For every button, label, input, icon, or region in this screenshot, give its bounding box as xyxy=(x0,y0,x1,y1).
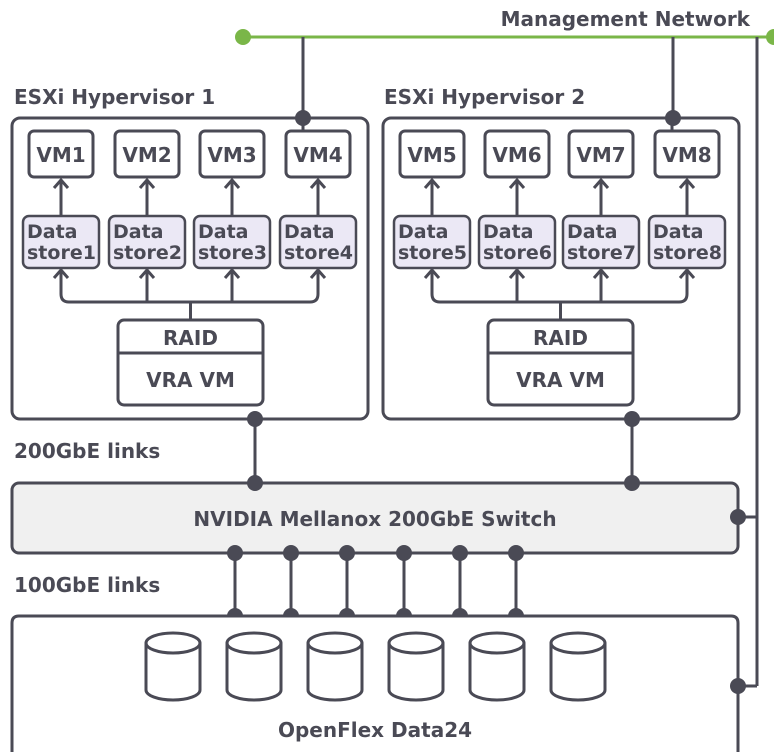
hypervisor-2-title: ESXi Hypervisor 2 xyxy=(384,85,585,109)
drive-body xyxy=(225,643,283,702)
drive-icon xyxy=(549,631,607,702)
management-network-endpoint-right xyxy=(766,29,774,45)
switch-downlink-port xyxy=(508,545,524,561)
hypervisor-2-raid-box xyxy=(486,318,635,407)
management-network: Management Network xyxy=(235,7,774,688)
drive-top xyxy=(549,631,607,655)
hypervisor-1-bus xyxy=(59,280,320,304)
vm-label: VM4 xyxy=(293,143,342,167)
datastore-label-line2: store6 xyxy=(483,242,552,264)
datastore-label-line1: Data xyxy=(198,221,249,243)
drive-top xyxy=(144,631,202,655)
hypervisor-1-frame xyxy=(10,116,370,421)
switch-label: NVIDIA Mellanox 200GbE Switch xyxy=(193,507,556,531)
drive-icon xyxy=(144,631,202,702)
datastore-label-line2: store3 xyxy=(198,242,267,264)
vm-box xyxy=(398,129,466,179)
hypervisor-1-mgmt-port xyxy=(295,110,311,126)
drive-top xyxy=(387,631,445,655)
hypervisor-1-arrow-to-vm xyxy=(309,177,327,189)
datastore-label-line1: Data xyxy=(567,221,618,243)
hypervisor-1-arrow-to-vm xyxy=(138,177,156,189)
links-100gbe-label: 100GbE links xyxy=(14,573,160,597)
vm-label: VM3 xyxy=(207,143,256,167)
vm-box xyxy=(198,129,266,179)
datastore-label-line1: Data xyxy=(27,221,78,243)
drive-body xyxy=(468,643,526,702)
vm-label: VM8 xyxy=(662,143,711,167)
drive-icon xyxy=(468,631,526,702)
vm-box xyxy=(567,129,635,179)
hypervisor-2-vra-label: VRA VM xyxy=(516,368,605,392)
hypervisor-2-arrow-to-vm xyxy=(508,177,526,189)
datastore-label-line2: store4 xyxy=(284,242,353,264)
vm-label: VM1 xyxy=(36,143,85,167)
hypervisor-1-raid-label: RAID xyxy=(163,326,218,350)
datastore-label-line1: Data xyxy=(284,221,335,243)
datastore-label-line1: Data xyxy=(483,221,534,243)
datastore-label-line2: store7 xyxy=(567,242,636,264)
drive-top xyxy=(306,631,364,655)
hypervisor-2-bus xyxy=(430,280,689,304)
hv2-uplink-port xyxy=(624,411,640,427)
switch-downlink-port xyxy=(396,545,412,561)
drive-top xyxy=(225,631,283,655)
drive-body xyxy=(387,643,445,702)
datastore-label-line1: Data xyxy=(398,221,449,243)
datastore-label-line2: store1 xyxy=(27,242,96,264)
switch-port-hv2 xyxy=(624,475,640,491)
datastore-label-line1: Data xyxy=(653,221,704,243)
hypervisor-1-arrow-to-vm xyxy=(223,177,241,189)
links-200gbe: 200GbE links xyxy=(14,411,640,483)
hypervisor-2-arrow-to-vm xyxy=(592,177,610,189)
drive-body xyxy=(306,643,364,702)
drive-icon xyxy=(306,631,364,702)
drive-body xyxy=(144,643,202,702)
drive-icon xyxy=(387,631,445,702)
switch-downlink-port xyxy=(452,545,468,561)
hypervisor-1-title: ESXi Hypervisor 1 xyxy=(14,85,215,109)
links-100gbe: 100GbE links xyxy=(14,545,524,624)
vm-label: VM2 xyxy=(122,143,171,167)
storage: OpenFlex Data24 xyxy=(10,614,746,752)
datastore-label-line2: store5 xyxy=(398,242,467,264)
hypervisor-2-mgmt-port xyxy=(665,110,681,126)
datastore-label-line2: store8 xyxy=(653,242,722,264)
vm-label: VM6 xyxy=(492,143,541,167)
hypervisor-1: ESXi Hypervisor 1 Datastore1VM1Datastore… xyxy=(10,85,370,421)
drive-icon xyxy=(225,631,283,702)
hypervisor-2: ESXi Hypervisor 2 Datastore5VM5Datastore… xyxy=(381,85,741,421)
vm-label: VM7 xyxy=(576,143,625,167)
switch-mgmt-port xyxy=(730,509,746,525)
drive-top xyxy=(468,631,526,655)
management-network-endpoint xyxy=(235,29,251,45)
management-network-label: Management Network xyxy=(501,7,751,31)
hypervisor-1-arrow-to-vm xyxy=(52,177,70,189)
drive-body xyxy=(549,643,607,702)
vm-box xyxy=(483,129,551,179)
storage-mgmt-port xyxy=(730,678,746,694)
vm-box xyxy=(27,129,95,179)
hypervisor-2-frame xyxy=(381,116,741,421)
hypervisor-1-raid-box xyxy=(116,318,265,407)
vm-box xyxy=(284,129,352,179)
hv1-uplink-port xyxy=(247,411,263,427)
switch: NVIDIA Mellanox 200GbE Switch xyxy=(10,475,746,555)
datastore-label-line2: store2 xyxy=(113,242,182,264)
storage-label: OpenFlex Data24 xyxy=(278,718,472,742)
switch-downlink-port xyxy=(339,545,355,561)
vm-label: VM5 xyxy=(407,143,456,167)
switch-port-hv1 xyxy=(247,475,263,491)
vm-box xyxy=(113,129,181,179)
datastore-label-line1: Data xyxy=(113,221,164,243)
hypervisor-2-arrow-to-vm xyxy=(423,177,441,189)
vm-box xyxy=(653,129,721,179)
links-200gbe-label: 200GbE links xyxy=(14,439,160,463)
hypervisor-2-arrow-to-vm xyxy=(678,177,696,189)
switch-downlink-port xyxy=(227,545,243,561)
switch-downlink-port xyxy=(283,545,299,561)
hypervisor-1-vra-label: VRA VM xyxy=(146,368,235,392)
hypervisor-2-raid-label: RAID xyxy=(533,326,588,350)
